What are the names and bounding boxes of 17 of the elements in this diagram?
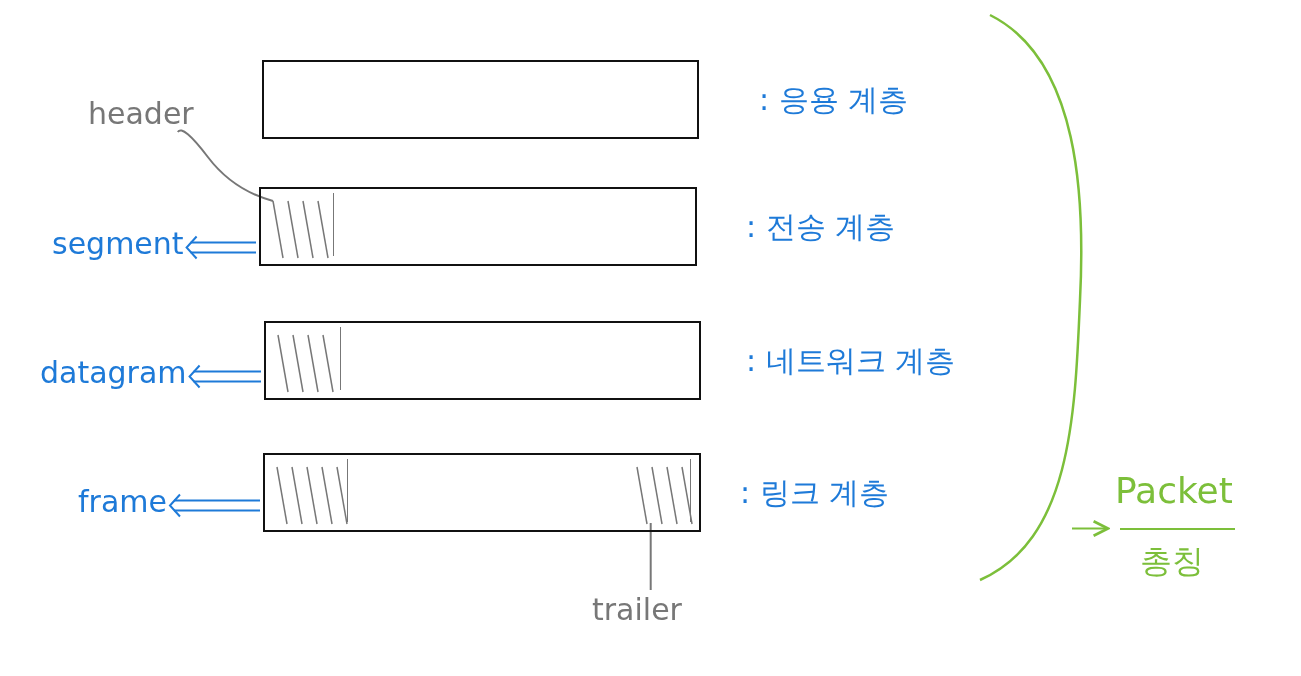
leader-line <box>176 129 274 202</box>
arrow <box>168 493 261 518</box>
header-label: header <box>88 96 194 131</box>
leader-line <box>649 522 652 591</box>
layer-name: : 링크 계층 <box>740 473 890 511</box>
leader-line <box>1071 519 1110 538</box>
layer-name: : 네트워크 계층 <box>746 341 956 379</box>
layer-name: : 응용 계층 <box>759 80 909 118</box>
arrow <box>188 364 262 389</box>
frame-label: frame <box>78 484 167 519</box>
datagram-label: datagram <box>40 355 187 390</box>
collective-term-label: 총칭 <box>1140 541 1204 582</box>
trailer-label: trailer <box>592 592 682 627</box>
layer-name: : 전송 계층 <box>746 207 896 245</box>
segment-label: segment <box>52 226 184 261</box>
arrow <box>185 235 257 260</box>
packet-label: Packet <box>1115 470 1233 511</box>
